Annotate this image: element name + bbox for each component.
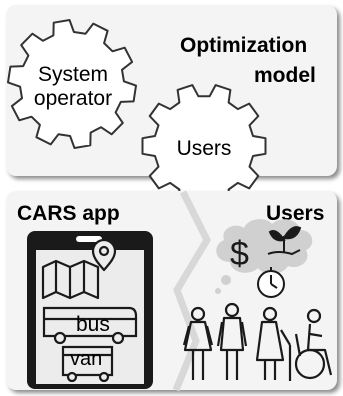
- system-operator-label: System operator: [28, 64, 118, 109]
- model-title: model: [254, 64, 316, 87]
- cars-app-title: CARS app: [17, 202, 120, 225]
- users-title: Users: [266, 202, 325, 225]
- system-label: System: [37, 63, 108, 86]
- bus-label: bus: [76, 313, 110, 336]
- van-label: van: [70, 348, 103, 370]
- svg-text:$: $: [230, 235, 249, 273]
- users-gear-label: Users: [176, 137, 232, 160]
- optimization-title: Optimization: [180, 34, 308, 57]
- operator-label: operator: [33, 87, 113, 110]
